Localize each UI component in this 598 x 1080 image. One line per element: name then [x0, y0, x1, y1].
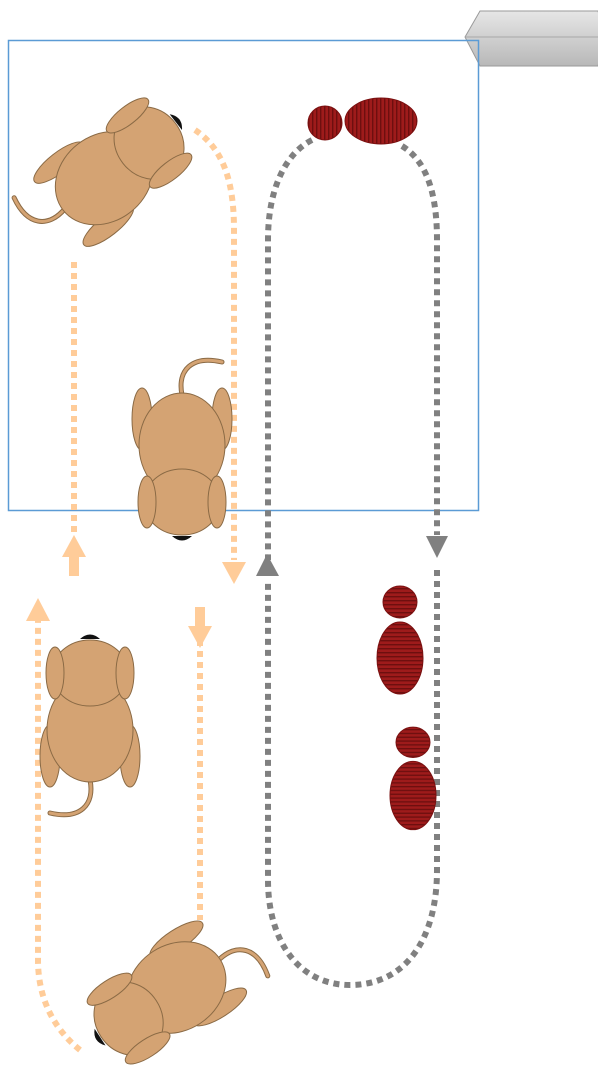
dog-path: [35, 127, 237, 1053]
footprint-path-arrows: [256, 536, 448, 576]
arrow-down-icon: [222, 562, 246, 584]
arrow-down-icon: [188, 607, 212, 648]
dog-path-arrows: [26, 535, 246, 648]
arrow-up-icon: [256, 554, 279, 576]
dog-middle: [132, 360, 232, 540]
dog-top-left: [7, 80, 211, 270]
dog-lower-left: [40, 635, 140, 815]
footprint-path: [265, 137, 440, 989]
arena-boundary: [7, 39, 480, 512]
dog-bottom: [69, 899, 275, 1080]
footprint-top: [307, 97, 418, 145]
hexagon-device-icon: [464, 10, 598, 67]
footprint-lower: [389, 726, 437, 831]
footprint-middle: [376, 585, 424, 695]
arrow-down-icon: [426, 536, 448, 558]
arrow-up-icon: [26, 598, 50, 621]
arrow-up-icon: [62, 535, 86, 576]
